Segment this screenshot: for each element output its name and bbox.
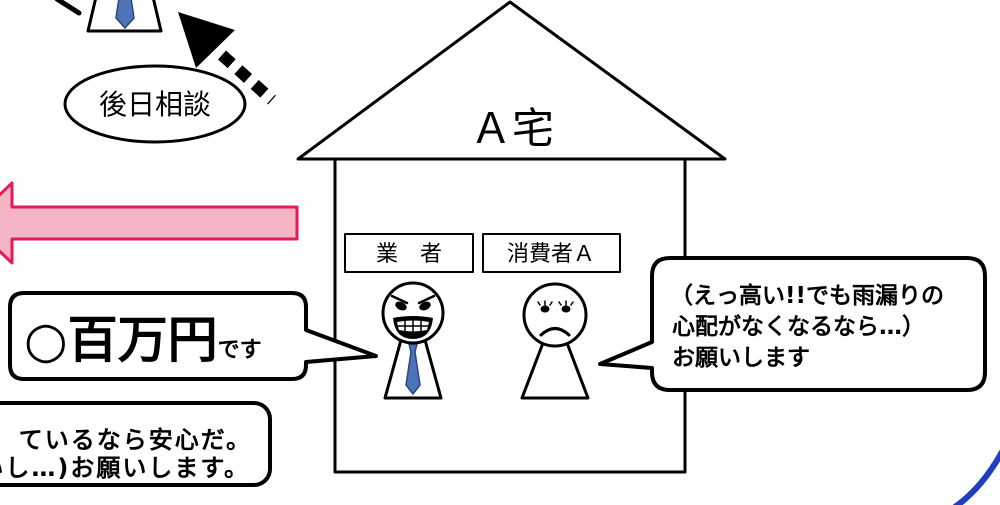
role-label-business: 業 者 [344, 233, 474, 273]
worried-face-icon [522, 282, 588, 348]
eyelash [537, 301, 541, 306]
dotted-arrow [178, 12, 277, 105]
role-label-consumer: 消費者Ａ [482, 233, 621, 273]
business-bubble-shape [8, 291, 378, 381]
partial-person-figure [54, 0, 163, 33]
frown-mouth [539, 327, 571, 337]
right-eye [561, 305, 571, 313]
consumer-speech-bubble: （えっ高い!!でも雨漏りの 心配がなくなるなら…） お願いします [598, 256, 987, 392]
business-person-figure [381, 281, 445, 400]
business-bubble-text: ○百万円です [24, 311, 262, 369]
ellipse-label: 後日相談 [99, 88, 211, 121]
blue-curve [952, 449, 1000, 505]
dotted-arrow-head [178, 12, 235, 68]
left-pointing-arrow [0, 181, 299, 265]
necktie-icon [405, 343, 421, 396]
left-bubble-line: ているなら安心だ。 [19, 426, 252, 454]
partial-figure-stroke [54, 0, 82, 16]
price-amount: ○百万円 [24, 311, 218, 369]
role-label-consumer-text: 消費者Ａ [507, 242, 595, 267]
left-speech-bubble: ているなら安心だ。 いし…)お願いします。 [0, 401, 272, 487]
consumer-figure [520, 282, 590, 400]
left-eye [540, 305, 550, 313]
necktie-icon [115, 0, 135, 30]
eyelashes [537, 300, 574, 306]
right-eyebrow [417, 294, 436, 305]
right-eye [419, 301, 431, 311]
consumer-body [520, 342, 590, 400]
consumer-bubble-line: お願いします [672, 345, 810, 371]
consumer-bubble-shape [598, 256, 987, 392]
role-label-business-text: 業 者 [376, 242, 442, 267]
consumer-bubble-line: 心配がなくなるなら…） [672, 313, 925, 340]
left-eye [395, 301, 407, 311]
left-eyebrow [390, 294, 409, 305]
business-speech-bubble: ○百万円です [8, 291, 378, 381]
teeth-lines [398, 319, 428, 333]
role-label-business-box [344, 233, 474, 273]
price-suffix: です [218, 338, 262, 363]
eyelash [549, 301, 553, 306]
left-bubble-shape [0, 401, 272, 487]
role-label-consumer-box [482, 233, 621, 273]
ellipse-shape [63, 64, 247, 144]
consumer-bubble-line: （えっ高い!!でも雨漏りの [670, 282, 944, 309]
dotted-arrow-shaft [217, 50, 277, 105]
left-bubble-line: いし…)お願いします。 [0, 454, 250, 482]
eyelash [558, 301, 562, 306]
eyelash [570, 301, 574, 306]
house-label: Ａ宅 [470, 104, 554, 153]
later-consultation-ellipse: 後日相談 [63, 64, 247, 144]
